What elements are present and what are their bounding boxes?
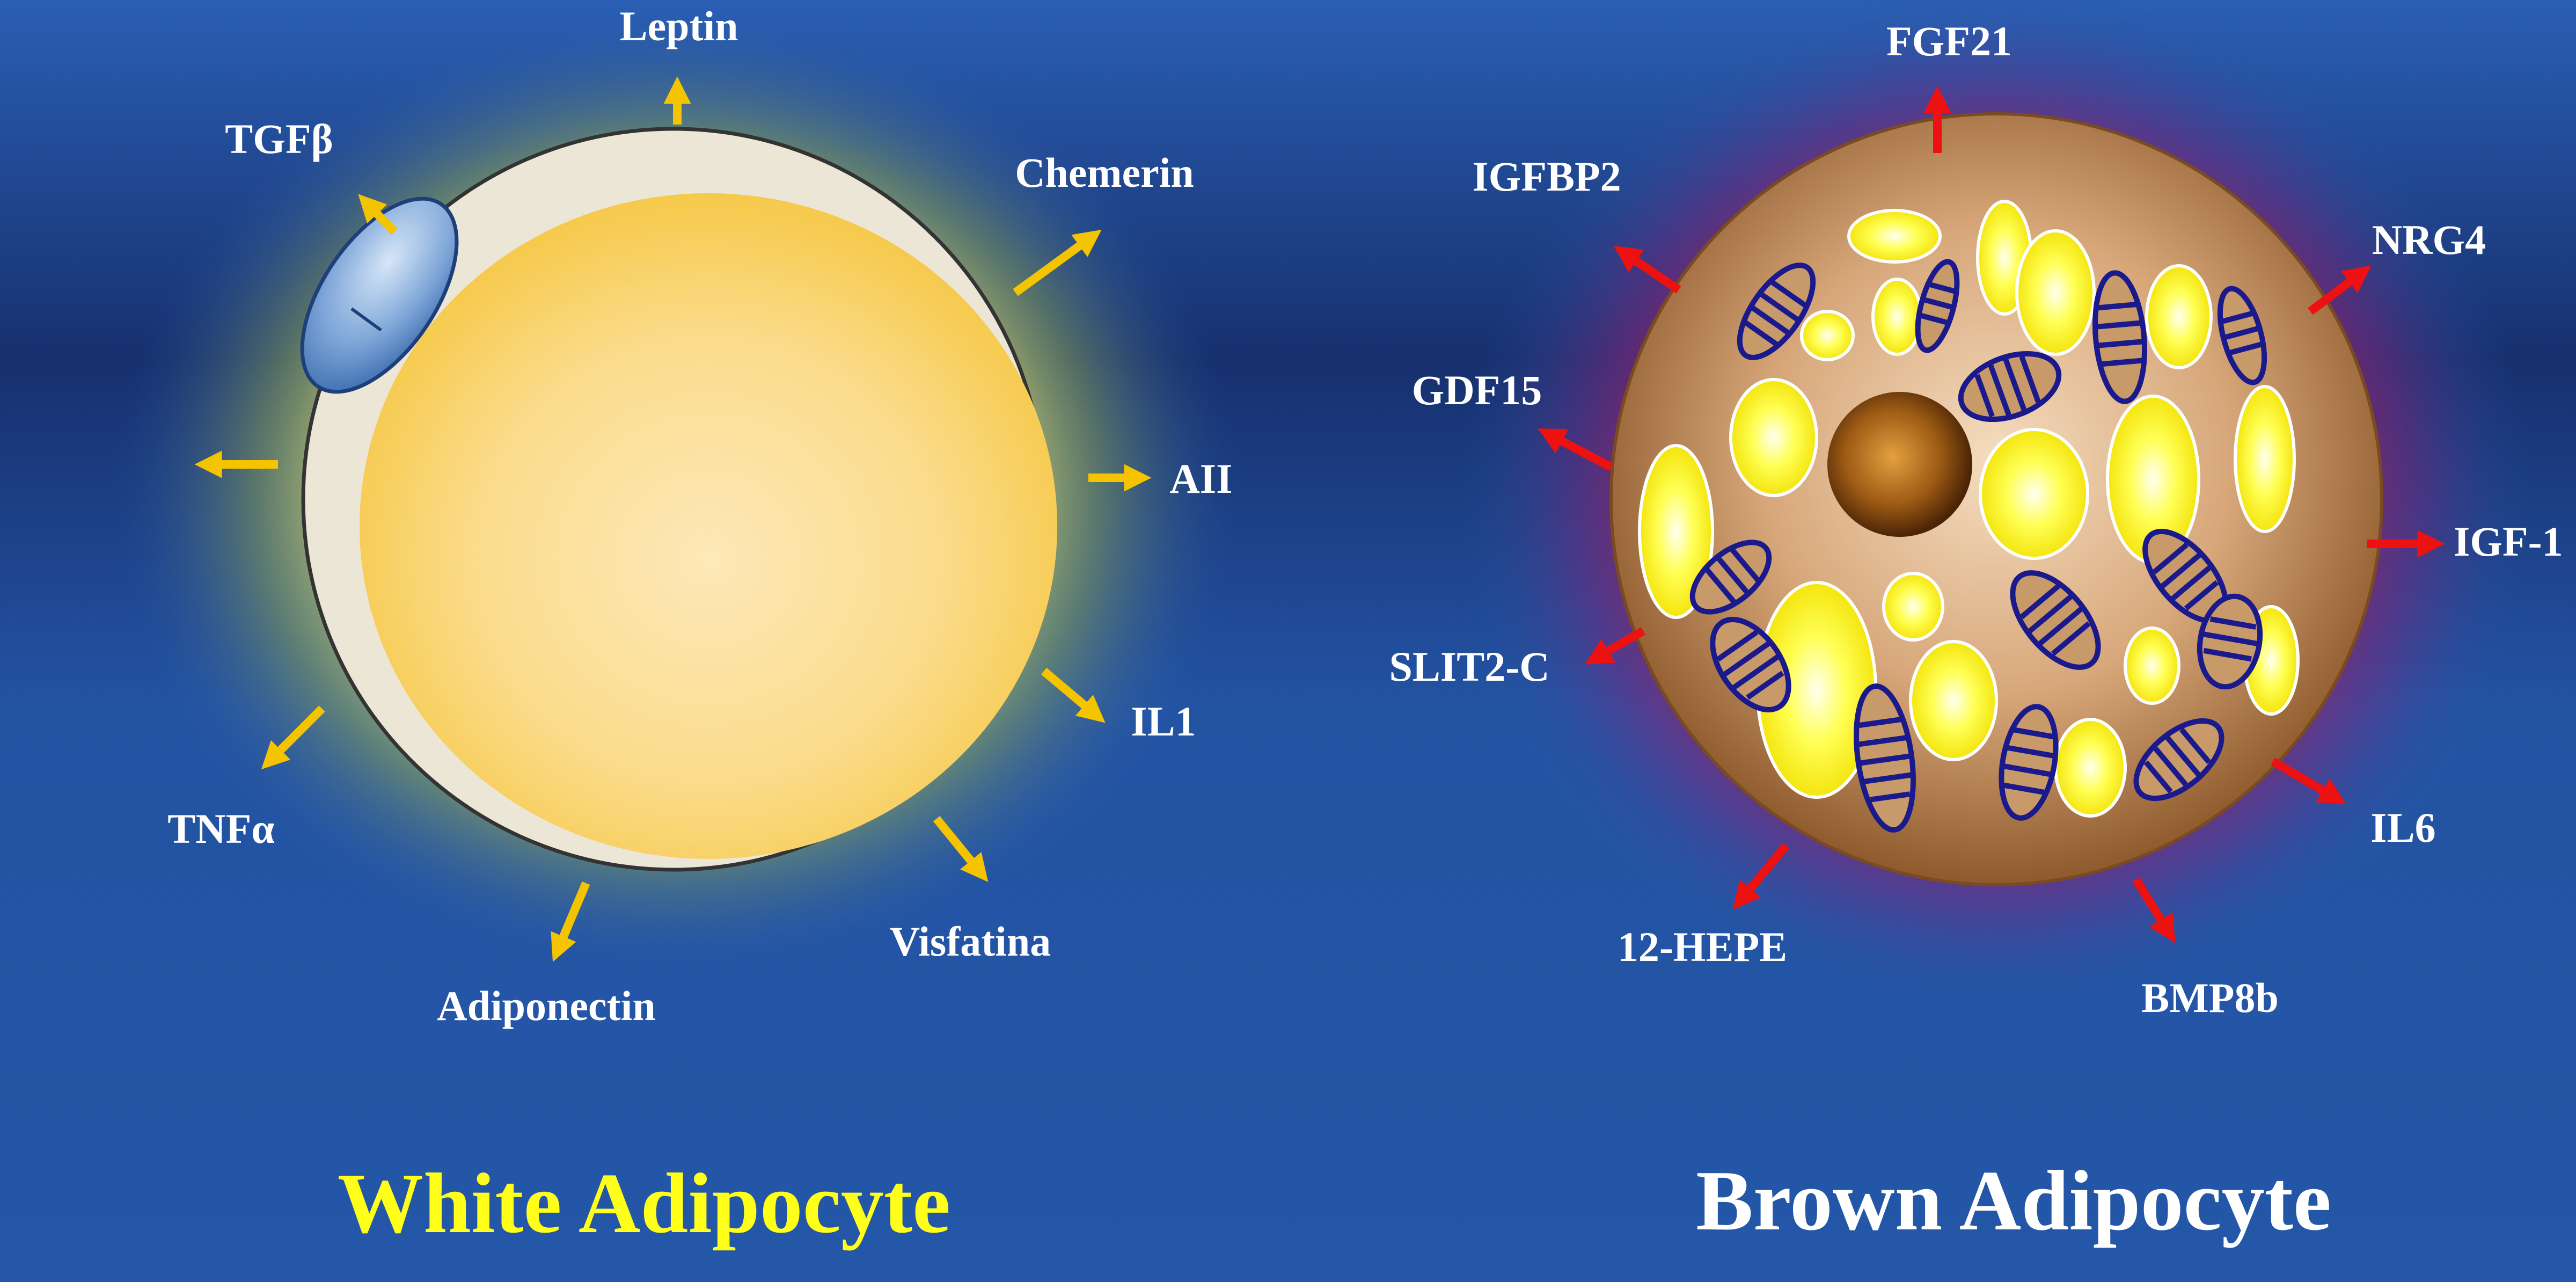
label-il6: IL6: [2370, 804, 2435, 851]
arrow-gdf15: [1538, 428, 1613, 471]
mitochondrion: [2197, 593, 2263, 690]
arrow-12hepe: [1732, 842, 1790, 910]
lipid-droplets: [1638, 200, 2300, 818]
mitochondrion: [2010, 570, 2101, 670]
lipid-droplet-small: [1800, 310, 1855, 361]
brown-labels: FGF21 IGFBP2 NRG4 GDF15 IGF-1 SLIT2-C IL…: [1389, 18, 2563, 1021]
lipid-droplet-large: [1638, 444, 1714, 619]
lipid-droplet-large: [1729, 378, 1818, 497]
mitochondria: [1689, 259, 2267, 833]
label-gdf15: GDF15: [1412, 367, 1542, 413]
arrow-il1: [1041, 667, 1106, 723]
lipid-droplet-large: [2234, 385, 2296, 533]
white-adipocyte-title: White Adipocyte: [338, 1155, 950, 1251]
label-aii: AII: [1169, 455, 1232, 502]
label-chemerin: Chemerin: [1015, 149, 1194, 196]
label-slit2c: SLIT2-C: [1389, 643, 1549, 690]
white-adipocyte: [300, 127, 1057, 872]
arrow-bmp8b: [2132, 877, 2176, 943]
label-fgf21: FGF21: [1886, 18, 2012, 64]
nucleus-line: [350, 307, 382, 332]
label-12hepe: 12-HEPE: [1618, 923, 1787, 970]
label-il1: IL1: [1131, 698, 1196, 745]
lipid-droplet-small: [1847, 209, 1942, 264]
lipid-droplet-small: [2145, 264, 2213, 369]
arrow-tnfa: [261, 705, 325, 770]
mitochondrion: [1958, 351, 2062, 423]
arrow-il6: [2270, 757, 2347, 804]
mitochondrion: [2142, 528, 2228, 624]
mitochondrion: [2133, 718, 2224, 802]
white-arrows: [194, 76, 1152, 962]
label-tnfa: TNFα: [167, 805, 275, 852]
mitochondrion: [2092, 270, 2148, 404]
lipid-droplet-small: [1871, 278, 1923, 356]
white-cell-nucleus: [300, 196, 459, 394]
mitochondrion: [2217, 286, 2267, 385]
arrow-tgfb: [358, 194, 398, 235]
label-adiponectin: Adiponectin: [437, 982, 655, 1029]
brown-adipocyte-title: Brown Adipocyte: [1696, 1153, 2331, 1248]
lipid-droplet-small: [2124, 627, 2180, 705]
mitochondrion: [1854, 683, 1916, 833]
arrow-slit2c: [1584, 627, 1645, 665]
label-igfbp2: IGFBP2: [1472, 153, 1621, 200]
lipid-droplet-small: [2015, 229, 2096, 356]
white-labels: Leptin TGFβ Chemerin AII IL1 Visfatina A…: [167, 3, 1232, 1029]
label-tgfb: TGFβ: [225, 115, 333, 162]
arrow-chemerin: [1013, 229, 1102, 296]
arrow-adiponectin: [551, 881, 590, 962]
mitochondrion: [1710, 617, 1791, 712]
lipid-droplet: [360, 193, 1057, 859]
arrow-igfbp2: [1613, 245, 1681, 294]
mitochondrion: [1915, 259, 1960, 353]
label-nrg4: NRG4: [2372, 216, 2486, 263]
mitochondrion: [1999, 704, 2059, 821]
label-bmp8b: BMP8b: [2141, 974, 2279, 1021]
arrow-visfatina: [933, 815, 989, 882]
lipid-droplet-small: [1882, 572, 1944, 642]
lipid-droplet-large: [1909, 640, 1998, 761]
brown-arrows: [1538, 85, 2445, 943]
arrow-nrg4: [2308, 265, 2372, 315]
label-igf1: IGF-1: [2454, 518, 2563, 565]
lipid-droplet-large: [1979, 428, 2089, 560]
brown-adipocyte: [1609, 112, 2383, 886]
mitochondrion: [1737, 263, 1816, 360]
lipid-droplet-small: [2054, 718, 2127, 818]
label-leptin: Leptin: [619, 3, 738, 49]
label-visfatina: Visfatina: [890, 918, 1051, 965]
mitochondrion: [1689, 540, 1772, 615]
brown-cell-nucleus: [1827, 392, 1972, 537]
